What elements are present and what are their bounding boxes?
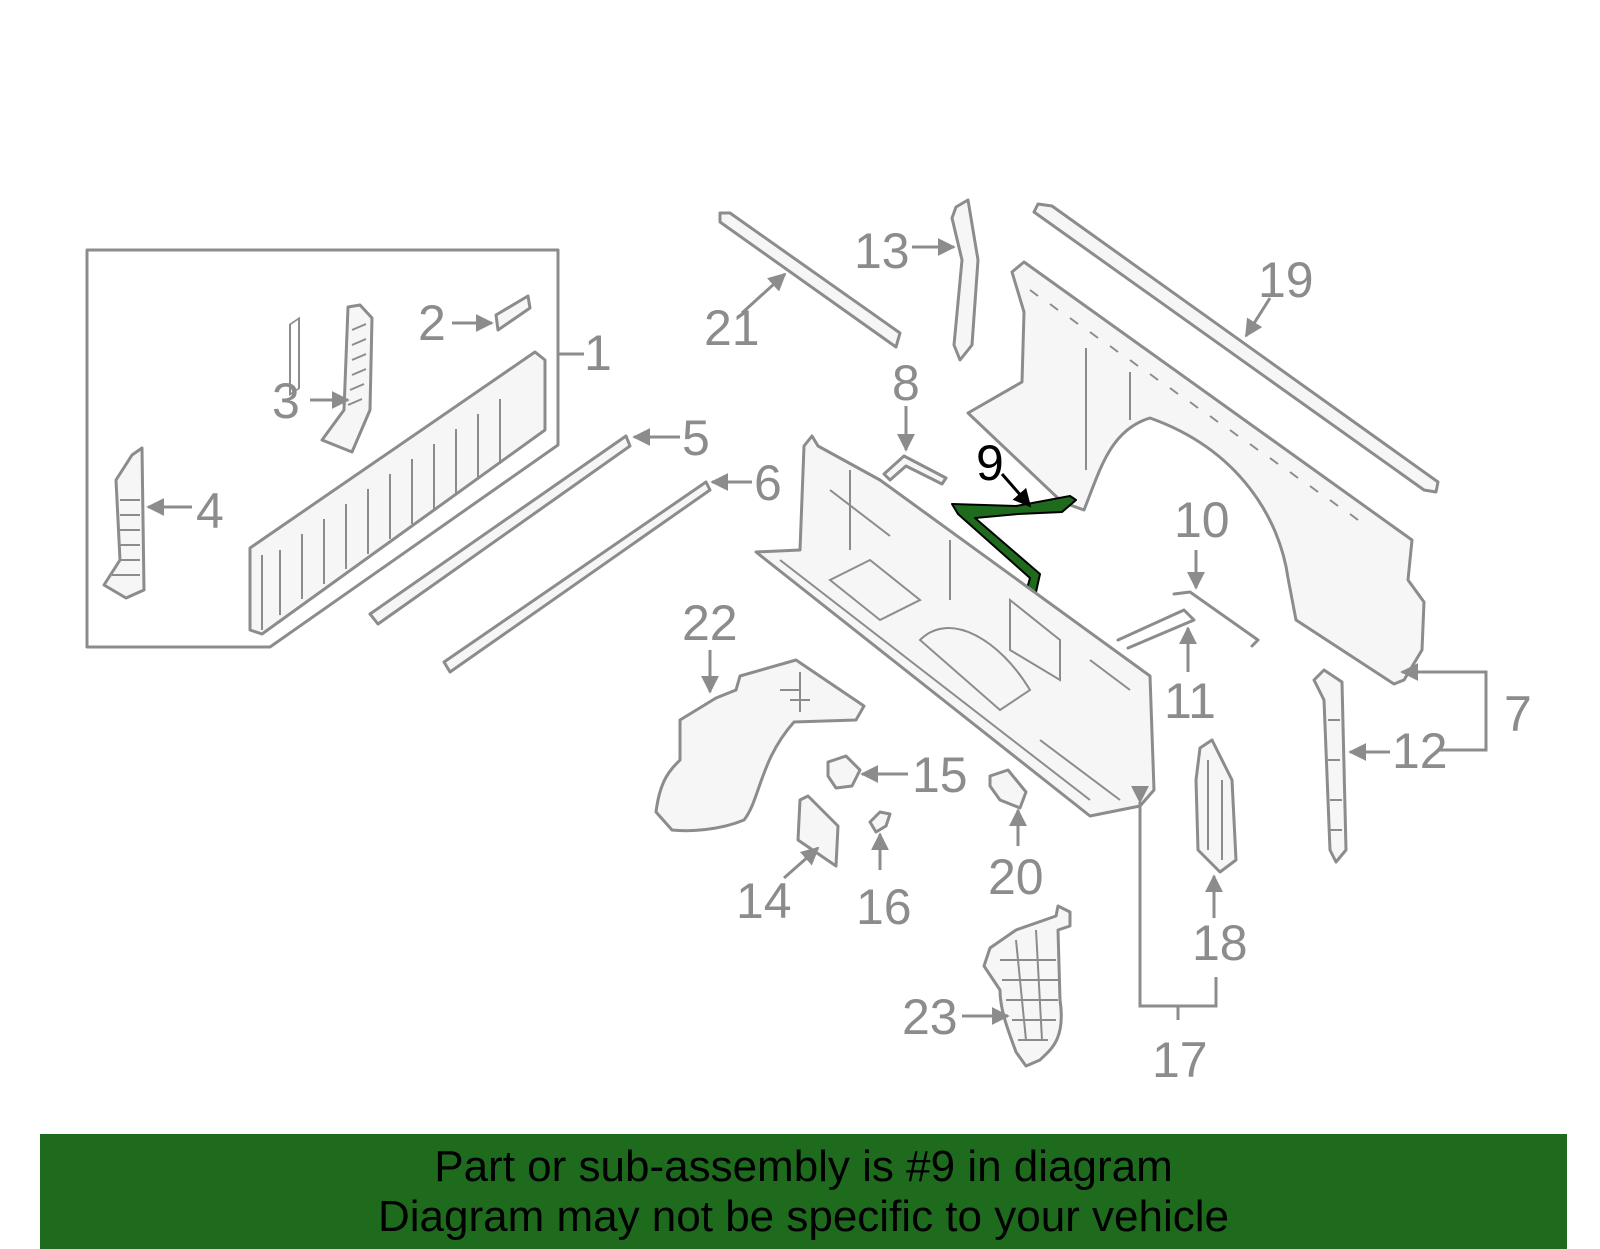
callout-20[interactable]: 20: [988, 849, 1044, 905]
callout-10[interactable]: 10: [1174, 492, 1230, 548]
part-14-plate[interactable]: [796, 794, 840, 868]
part-19-side-rail[interactable]: [1032, 202, 1440, 494]
tailgate-assembly-box: [85, 248, 560, 649]
part-10-rod[interactable]: [1172, 590, 1260, 648]
part-18-bracket[interactable]: [1194, 738, 1238, 874]
leader-14: [783, 846, 820, 880]
callout-12[interactable]: 12: [1392, 723, 1448, 779]
callout-19[interactable]: 19: [1258, 252, 1314, 308]
callout-23[interactable]: 23: [902, 989, 958, 1045]
part-8-bracket[interactable]: [882, 454, 948, 486]
part-11-rod[interactable]: [1116, 608, 1196, 650]
callout-13[interactable]: 13: [854, 223, 910, 279]
part-2-bracket[interactable]: [494, 294, 532, 332]
callout-6[interactable]: 6: [754, 455, 782, 511]
banner-line-1: Part or sub-assembly is #9 in diagram: [434, 1142, 1173, 1191]
leader-21: [740, 272, 787, 315]
part-6-rail[interactable]: [442, 480, 712, 674]
callout-4[interactable]: 4: [196, 483, 224, 539]
part-3-end-cap[interactable]: [320, 303, 374, 454]
callout-21[interactable]: 21: [704, 300, 760, 356]
part-5-rail[interactable]: [368, 434, 632, 626]
part-15-clip[interactable]: [826, 754, 862, 790]
info-banner: Part or sub-assembly is #9 in diagram Di…: [40, 1134, 1567, 1249]
callout-16[interactable]: 16: [856, 879, 912, 935]
part-23-splash-shield[interactable]: [982, 904, 1072, 1068]
callout-22[interactable]: 22: [682, 595, 738, 651]
part-21-upper-rail[interactable]: [718, 211, 902, 349]
callout-8[interactable]: 8: [892, 355, 920, 411]
callout-15[interactable]: 15: [912, 747, 968, 803]
part-22-wheelhouse[interactable]: [654, 658, 866, 833]
part-13-pillar[interactable]: [950, 198, 980, 362]
callout-14[interactable]: 14: [736, 873, 792, 929]
callout-7[interactable]: 7: [1504, 686, 1532, 742]
part-4-hinge-bracket[interactable]: [102, 446, 146, 600]
part-16-clip[interactable]: [868, 810, 892, 834]
part-7-side-panel[interactable]: [966, 260, 1426, 686]
part-17-front-panel[interactable]: [754, 434, 1156, 818]
callout-1[interactable]: 1: [584, 325, 612, 381]
banner-line-2: Diagram may not be specific to your vehi…: [377, 1192, 1230, 1241]
part-9-brace-highlighted[interactable]: [951, 495, 1077, 593]
callout-3[interactable]: 3: [272, 373, 300, 429]
part-1-slots: [289, 316, 300, 397]
callout-2[interactable]: 2: [418, 295, 446, 351]
callout-11[interactable]: 11: [1164, 673, 1216, 729]
leader-7b: [1440, 715, 1488, 752]
part-1-tailgate-panel[interactable]: [248, 316, 547, 636]
callout-5[interactable]: 5: [682, 410, 710, 466]
leader-7a: [1400, 663, 1488, 715]
callout-18[interactable]: 18: [1192, 915, 1248, 971]
leader-19: [1244, 297, 1272, 338]
part-12-bracket[interactable]: [1312, 668, 1348, 864]
leader-9: [1000, 473, 1032, 508]
part-20-bracket[interactable]: [988, 768, 1028, 810]
callout-17[interactable]: 17: [1152, 1032, 1208, 1088]
callout-9[interactable]: 9: [976, 435, 1004, 491]
